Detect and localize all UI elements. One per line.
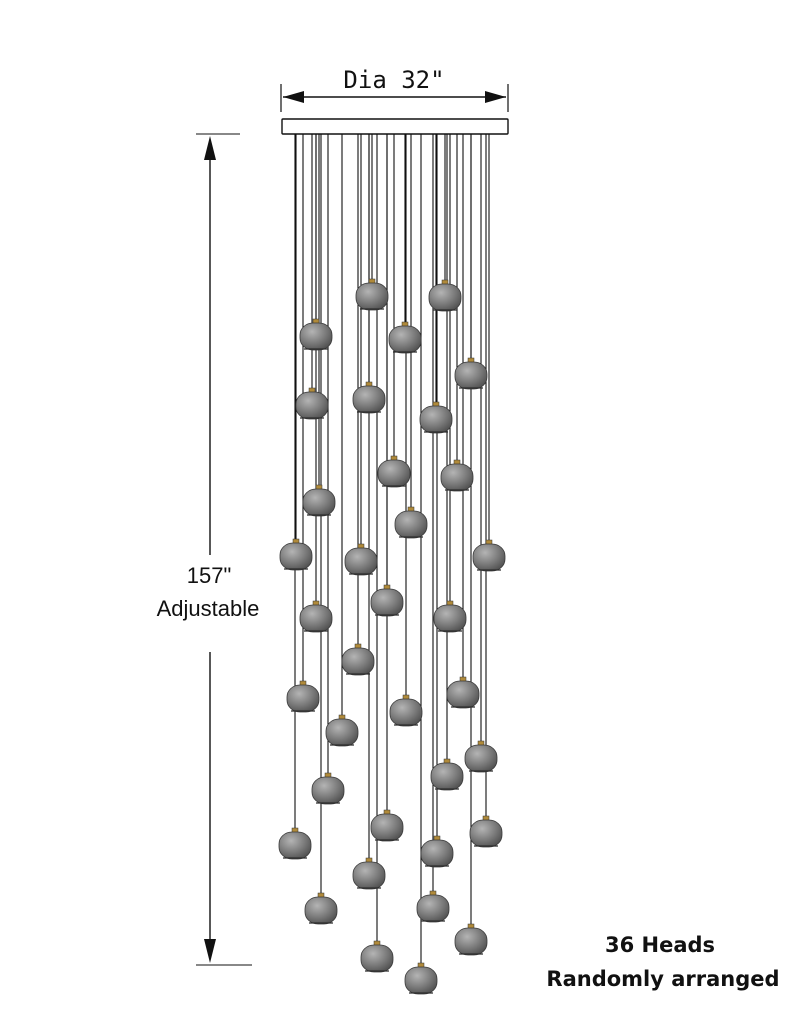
diameter-label: Dia 32" <box>343 66 444 94</box>
pendant-shade <box>278 831 312 860</box>
pendant-shade <box>360 944 394 973</box>
height-label-value: 157" <box>187 563 232 588</box>
pendant-shade <box>304 896 338 925</box>
pendant-head <box>430 758 464 791</box>
pendant-shade <box>377 459 411 488</box>
pendant-head <box>472 539 506 572</box>
arrow-right-icon <box>485 91 506 103</box>
pendant-shade <box>370 588 404 617</box>
pendant-head <box>278 827 312 860</box>
pendant-heads <box>278 278 506 995</box>
pendant-head <box>389 694 423 727</box>
pendant-head <box>311 772 345 805</box>
pendant-head <box>360 940 394 973</box>
pendant-shade <box>454 927 488 956</box>
pendant-head <box>454 923 488 956</box>
pendant-head <box>428 279 462 312</box>
pendant-head <box>394 506 428 539</box>
pendant-head <box>469 815 503 848</box>
diameter-dimension: Dia 32" <box>280 66 509 112</box>
pendant-shade <box>388 325 422 354</box>
pendant-head <box>299 600 333 633</box>
pendant-shade <box>430 762 464 791</box>
heads-count-label: 36 Heads <box>605 933 715 957</box>
pendant-shade <box>299 604 333 633</box>
pendant-shade <box>464 744 498 773</box>
pendant-head <box>352 381 386 414</box>
pendant-head <box>464 740 498 773</box>
arrow-left-icon <box>283 91 304 103</box>
pendant-head <box>341 643 375 676</box>
pendant-shade <box>433 604 467 633</box>
pendant-head <box>446 676 480 709</box>
pendant-head <box>355 278 389 311</box>
pendant-shade <box>419 405 453 434</box>
pendant-shade <box>352 385 386 414</box>
pendant-head <box>419 401 453 434</box>
pendant-shade <box>286 684 320 713</box>
pendant-head <box>388 321 422 354</box>
pendant-shade <box>394 510 428 539</box>
pendant-shade <box>370 813 404 842</box>
pendant-head <box>352 857 386 890</box>
pendant-head <box>325 714 359 747</box>
canopy <box>281 118 509 135</box>
pendant-head <box>404 962 438 995</box>
pendant-head <box>433 600 467 633</box>
arrangement-label: Randomly arranged <box>546 967 779 991</box>
pendant-shade <box>440 463 474 492</box>
pendant-shade <box>341 647 375 676</box>
pendant-head <box>377 455 411 488</box>
pendant-shade <box>416 894 450 923</box>
pendant-shade <box>469 819 503 848</box>
arrow-up-icon <box>204 136 216 160</box>
pendant-head <box>344 543 378 576</box>
pendant-head <box>302 484 336 517</box>
pendant-shade <box>389 698 423 727</box>
pendant-shade <box>472 543 506 572</box>
pendant-shade <box>404 966 438 995</box>
pendant-head <box>295 387 329 420</box>
pendant-shade <box>295 391 329 420</box>
pendant-head <box>279 538 313 571</box>
pendant-shade <box>279 542 313 571</box>
pendant-shade <box>352 861 386 890</box>
heads-note: 36 Heads Randomly arranged <box>546 933 779 991</box>
pendant-head <box>286 680 320 713</box>
pendant-shade <box>302 488 336 517</box>
pendant-shade <box>311 776 345 805</box>
pendant-head <box>440 459 474 492</box>
pendant-shade <box>355 282 389 311</box>
pendant-shade <box>420 839 454 868</box>
pendant-shade <box>299 322 333 351</box>
pendant-head <box>370 809 404 842</box>
pendant-shade <box>344 547 378 576</box>
height-label-note: Adjustable <box>157 596 260 621</box>
pendant-shade <box>428 283 462 312</box>
pendant-shade <box>325 718 359 747</box>
pendant-head <box>454 357 488 390</box>
pendant-head <box>370 584 404 617</box>
pendant-shade <box>454 361 488 390</box>
pendant-head <box>420 835 454 868</box>
height-dimension: 157" Adjustable <box>157 133 260 966</box>
pendant-head <box>299 318 333 351</box>
pendant-head <box>416 890 450 923</box>
pendant-shade <box>446 680 480 709</box>
arrow-down-icon <box>204 939 216 963</box>
pendant-head <box>304 892 338 925</box>
